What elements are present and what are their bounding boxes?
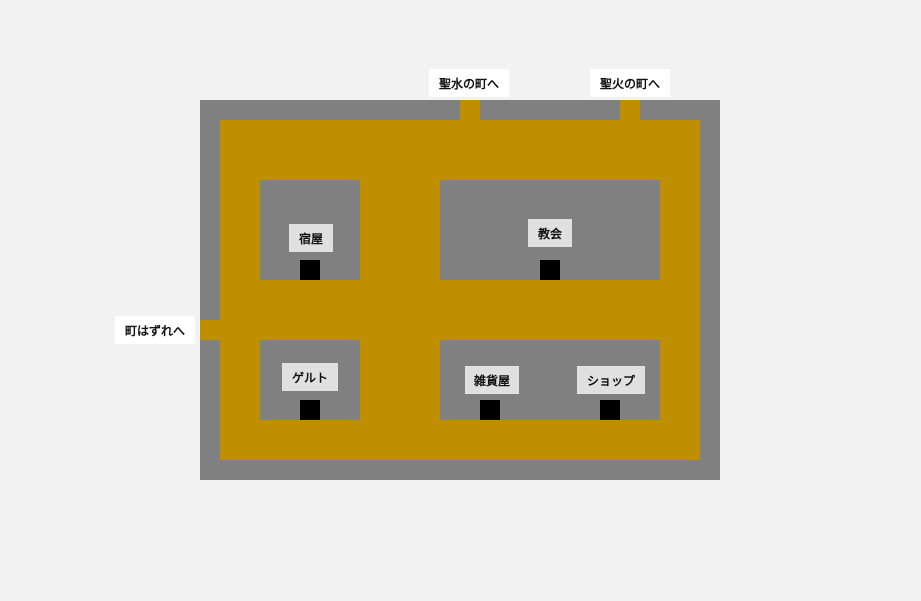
exit-path-holy-water-town[interactable] bbox=[460, 100, 480, 120]
label-general-store: 雑貨屋 bbox=[465, 366, 519, 394]
door-church[interactable] bbox=[540, 260, 560, 280]
exit-label-holy-water-town[interactable]: 聖水の町へ bbox=[429, 69, 509, 97]
label-gelt: ゲルト bbox=[282, 363, 338, 391]
label-inn: 宿屋 bbox=[289, 224, 333, 252]
exit-path-town-outskirts[interactable] bbox=[200, 320, 220, 340]
door-inn[interactable] bbox=[300, 260, 320, 280]
exit-path-holy-fire-town[interactable] bbox=[620, 100, 640, 120]
door-shop[interactable] bbox=[600, 400, 620, 420]
label-church: 教会 bbox=[528, 219, 572, 247]
door-gelt[interactable] bbox=[300, 400, 320, 420]
exit-label-town-outskirts[interactable]: 町はずれへ bbox=[115, 316, 195, 344]
label-shop: ショップ bbox=[577, 366, 645, 394]
exit-label-holy-fire-town[interactable]: 聖火の町へ bbox=[590, 69, 670, 97]
door-general-store[interactable] bbox=[480, 400, 500, 420]
